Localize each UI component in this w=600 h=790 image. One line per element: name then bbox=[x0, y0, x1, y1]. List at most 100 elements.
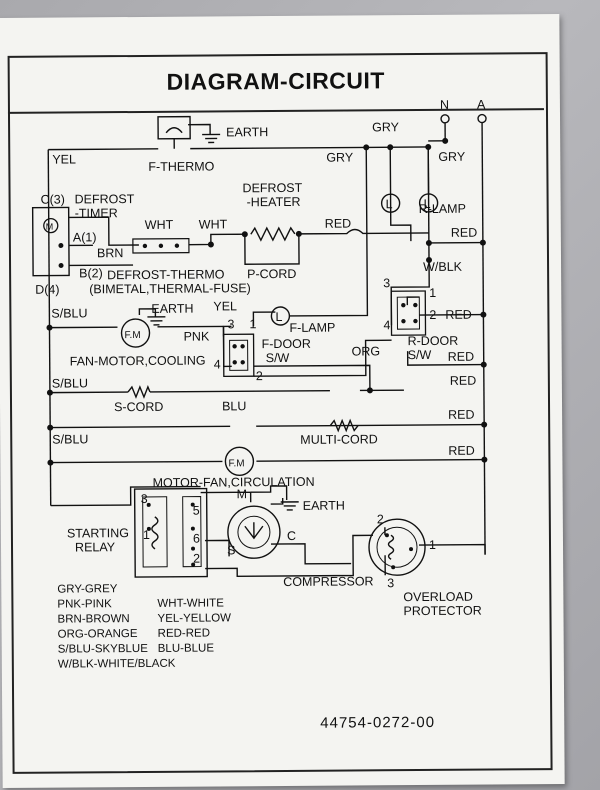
svg-text:F.M: F.M bbox=[228, 458, 244, 469]
label-starting-relay-1: STARTING bbox=[67, 526, 129, 540]
label-overload-1-line: OVERLOAD bbox=[403, 590, 473, 604]
relay-m-wire bbox=[200, 485, 288, 503]
label-starting-relay-2: RELAY bbox=[75, 540, 116, 554]
label-defrost-thermo-2: (BIMETAL,THERMAL-FUSE) bbox=[89, 281, 251, 296]
label-fan-motor-cooling: FAN-MOTOR,COOLING bbox=[70, 354, 206, 369]
legend-wblk: W/BLK-WHITE/BLACK bbox=[58, 658, 176, 671]
gry-flamp-wire bbox=[289, 147, 369, 317]
fdoor-red-wire bbox=[253, 364, 371, 391]
label-pnk: PNK bbox=[183, 329, 209, 343]
fanmotor-earth-icon bbox=[147, 316, 166, 326]
label-red-rdoor-1: RED bbox=[445, 308, 472, 322]
circuit-diagram-label: DIAGRAM-CIRCUIT bbox=[0, 14, 565, 788]
sblu-fanmotor-wire bbox=[49, 325, 224, 329]
label-compressor: COMPRESSOR bbox=[283, 574, 373, 589]
label-gry-top: GRY bbox=[372, 120, 400, 134]
label-relay-6: 6 bbox=[193, 532, 200, 546]
sblu-multicord-wire bbox=[50, 423, 485, 429]
fdoor-pnk-wire bbox=[222, 325, 232, 368]
label-f-door-1: F-DOOR bbox=[262, 337, 311, 351]
legend-red: RED-RED bbox=[158, 628, 210, 640]
diagram-labels: YEL F-THERMO EARTH GRY GRY GRY C(3) DEFR… bbox=[35, 120, 482, 732]
fan-motor-cooling-icon: F.M bbox=[120, 316, 166, 348]
label-w-blk: W/BLK bbox=[423, 260, 463, 274]
label-motor-fan-circulation: MOTOR-FAN,CIRCULATION bbox=[153, 475, 315, 490]
label-fdoor-1: 1 bbox=[249, 317, 256, 331]
label-rdoor-1: 1 bbox=[429, 286, 436, 300]
lamp-feed-wire bbox=[389, 146, 430, 242]
heater-pcord-loop-wire bbox=[244, 233, 300, 265]
legend-blu: BLU-BLUE bbox=[158, 642, 215, 654]
wht-heater-wire bbox=[188, 233, 247, 246]
label-f-lamp: F-LAMP bbox=[289, 321, 335, 335]
starting-relay-symbol bbox=[133, 487, 208, 578]
label-r-lamp: R-LAMP bbox=[419, 202, 466, 216]
legend-sblu: S/BLU-SKYBLUE bbox=[58, 643, 149, 656]
label-multi-cord: MULTI-CORD bbox=[300, 432, 378, 447]
legend-yel: YEL-YELLOW bbox=[157, 612, 231, 625]
legend-brn: BRN-BROWN bbox=[57, 613, 129, 626]
label-wht-right: WHT bbox=[199, 217, 228, 231]
label-rdoor-2: 2 bbox=[429, 308, 436, 322]
part-number: 44754-0272-00 bbox=[320, 714, 435, 732]
defrost-thermo-symbol bbox=[132, 238, 190, 254]
sblu-scord-wire bbox=[49, 389, 404, 394]
terminal-n-label: N bbox=[440, 98, 449, 112]
label-sblu-2: S/BLU bbox=[52, 376, 88, 390]
label-fdoor-3: 3 bbox=[227, 317, 234, 331]
legend-org: ORG-ORANGE bbox=[58, 628, 138, 641]
overload-protector-symbol bbox=[368, 518, 426, 576]
a-rail-wire bbox=[481, 122, 486, 555]
compressor-earth-icon bbox=[280, 501, 299, 511]
label-overload-2: 2 bbox=[377, 512, 384, 526]
label-brn: BRN bbox=[97, 246, 124, 260]
label-gry-mid: GRY bbox=[326, 150, 354, 164]
label-earth-fan: EARTH bbox=[151, 302, 193, 316]
label-f-door-2: S/W bbox=[266, 351, 290, 365]
label-org: ORG bbox=[352, 344, 381, 358]
yel-gry-top-wire bbox=[48, 146, 429, 151]
label-sblu-3: S/BLU bbox=[52, 432, 88, 446]
f-thermo-symbol bbox=[157, 115, 221, 149]
label-red-multicord: RED bbox=[448, 408, 475, 422]
label-rdoor-3: 3 bbox=[383, 276, 390, 290]
sblu-motorfan-wire bbox=[50, 458, 485, 464]
label-red-motorfan: RED bbox=[448, 444, 475, 458]
fthermo-earth-wire bbox=[188, 123, 211, 135]
label-blu: BLU bbox=[222, 399, 246, 413]
rdoor-red-wires bbox=[406, 313, 484, 366]
label-defrost-thermo-1: DEFROST-THERMO bbox=[107, 267, 225, 282]
label-earth-fthermo: EARTH bbox=[226, 125, 268, 139]
fthermo-earth-icon bbox=[202, 133, 221, 144]
f-door-switch-symbol bbox=[222, 333, 255, 378]
label-timer-c3: C(3) bbox=[41, 193, 65, 207]
label-r-door-1: R-DOOR bbox=[408, 334, 459, 348]
svg-text:F.M: F.M bbox=[125, 330, 141, 341]
label-comp-s: S bbox=[227, 543, 235, 557]
svg-text:L: L bbox=[424, 197, 431, 211]
label-yel-flamp: YEL bbox=[213, 299, 237, 313]
s-cord-resistor bbox=[127, 385, 151, 399]
label-gry-right: GRY bbox=[438, 150, 466, 164]
label-p-cord: P-CORD bbox=[247, 267, 296, 281]
legend-gry: GRY-GREY bbox=[57, 583, 117, 595]
label-fdoor-4: 4 bbox=[214, 357, 221, 371]
svg-text:L: L bbox=[386, 197, 393, 211]
label-fdoor-2: 2 bbox=[256, 369, 263, 383]
label-defrost-heater-2: -HEATER bbox=[247, 195, 301, 209]
label-wht-left: WHT bbox=[145, 218, 174, 232]
label-yel-top: YEL bbox=[52, 152, 76, 166]
legend-pnk: PNK-PINK bbox=[57, 598, 112, 610]
compressor-symbol bbox=[227, 501, 299, 559]
label-r-door-2: S/W bbox=[408, 348, 432, 362]
label-red-a: RED bbox=[451, 226, 478, 240]
label-defrost-timer-1: DEFROST bbox=[75, 192, 135, 206]
label-timer-d4: D(4) bbox=[35, 283, 59, 297]
defrost-heater-resistor bbox=[250, 226, 296, 242]
timer-brn-wire bbox=[68, 216, 139, 246]
timer-m-label: M bbox=[46, 222, 54, 232]
rdoor-top-wire bbox=[406, 296, 420, 306]
label-relay-3: 3 bbox=[141, 492, 148, 506]
label-f-thermo: F-THERMO bbox=[148, 159, 214, 173]
terminal-a: A bbox=[477, 98, 487, 124]
